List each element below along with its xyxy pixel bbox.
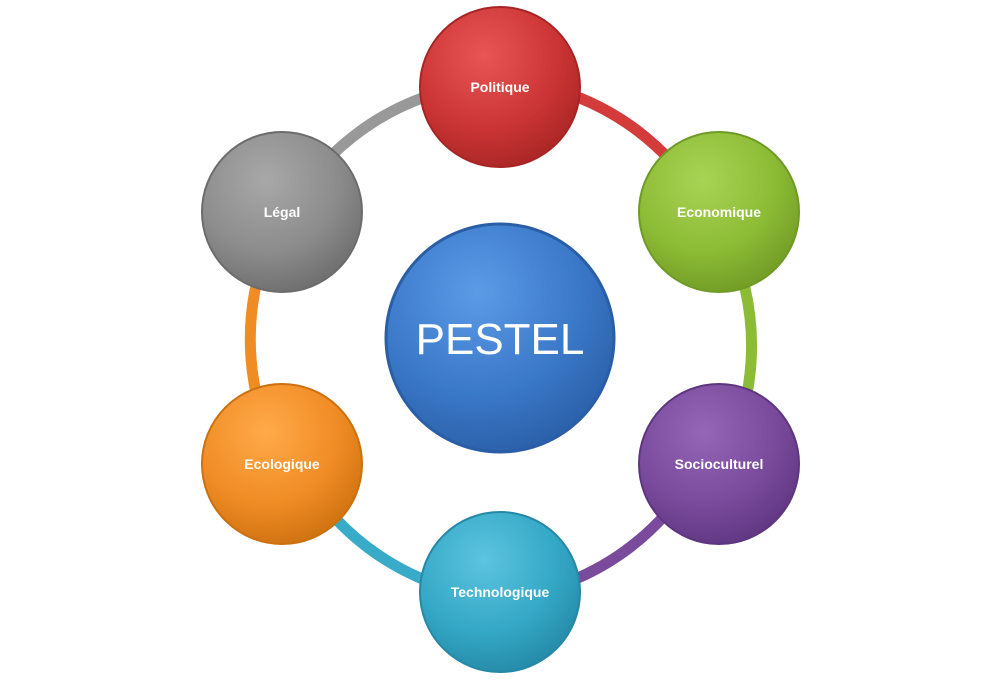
center-node: PESTEL (384, 222, 616, 454)
node-circle-economique (638, 131, 800, 293)
node-economique: Economique (638, 131, 800, 293)
node-circle-politique (419, 6, 581, 168)
node-circle-socioculturel (638, 383, 800, 545)
node-circle-ecologique (201, 383, 363, 545)
connector-socioculturel-technologique (572, 509, 671, 584)
node-technologique: Technologique (419, 511, 581, 673)
connector-ring (244, 92, 757, 584)
node-label-legal: Légal (264, 204, 301, 220)
node-circle-legal (201, 131, 363, 293)
connector-technologique-ecologique (329, 512, 426, 584)
node-label-economique: Economique (677, 204, 761, 220)
connector-politique-economique (574, 92, 676, 166)
node-label-politique: Politique (470, 79, 529, 95)
node-politique: Politique (419, 6, 581, 168)
connector-legal-politique (326, 92, 428, 161)
center-label: PESTEL (416, 315, 585, 364)
connector-ecologique-legal (244, 284, 261, 394)
node-label-ecologique: Ecologique (244, 456, 320, 472)
connector-economique-socioculturel (739, 282, 757, 394)
node-circle-technologique (419, 511, 581, 673)
center-circle (384, 222, 616, 454)
node-legal: Légal (201, 131, 363, 293)
node-socioculturel: Socioculturel (638, 383, 800, 545)
node-ecologique: Ecologique (201, 383, 363, 545)
node-label-socioculturel: Socioculturel (675, 456, 764, 472)
node-label-technologique: Technologique (451, 584, 550, 600)
